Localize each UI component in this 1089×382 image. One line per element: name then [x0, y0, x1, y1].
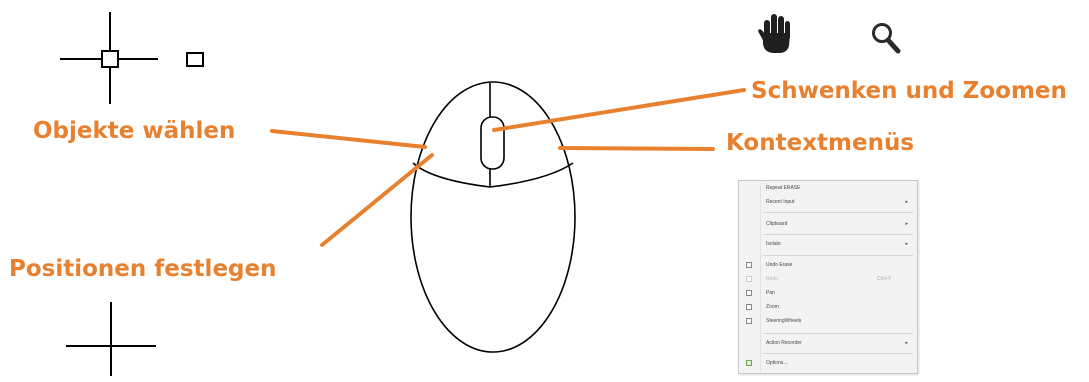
label-pan-zoom: Schwenken und Zoomen [751, 78, 1067, 104]
options-icon [746, 360, 752, 366]
submenu-arrow-icon: ▸ [905, 221, 908, 227]
leader-panzoom-line [492, 88, 746, 132]
context-menu: Repeat ERASE Recent Input ▸ Clipboard ▸ … [738, 180, 918, 374]
menu-item-action-recorder[interactable]: Action Recorder ▸ [766, 340, 908, 346]
leader-context-line [558, 146, 715, 151]
submenu-arrow-icon: ▸ [905, 199, 908, 205]
undo-icon [746, 262, 752, 268]
leader-position-line [320, 153, 434, 247]
menu-item-zoom[interactable]: Zoom [739, 303, 917, 312]
steeringwheel-icon [746, 318, 752, 324]
hand-icon [758, 14, 790, 53]
mouse-wheel [480, 116, 505, 170]
label-context-menus: Kontextmenüs [726, 130, 915, 156]
leader-select-line [270, 129, 427, 149]
menu-item-repeat[interactable]: Repeat ERASE [766, 185, 801, 191]
menu-item-pan[interactable]: Pan [739, 289, 917, 298]
submenu-arrow-icon: ▸ [905, 340, 908, 346]
zoom-icon [746, 304, 752, 310]
magnifier-icon [872, 23, 901, 54]
menu-item-clipboard[interactable]: Clipboard ▸ [766, 221, 908, 227]
label-select-objects: Objekte wählen [33, 118, 236, 144]
menu-item-recent-input[interactable]: Recent Input ▸ [766, 199, 908, 205]
mouse-icon [410, 81, 576, 353]
pan-icon [746, 290, 752, 296]
menu-item-undo[interactable]: Undo Erase [739, 261, 917, 270]
menu-item-options[interactable]: Options... [739, 359, 917, 368]
crosshair-icon [66, 302, 156, 376]
menu-item-steeringwheels[interactable]: SteeringWheels [739, 317, 917, 326]
crosshair-pickbox-icon [60, 12, 158, 104]
menu-item-isolate[interactable]: Isolate ▸ [766, 241, 908, 247]
pickbox-icon [186, 52, 204, 67]
redo-icon [746, 276, 752, 282]
menu-item-redo: Redo Ctrl+Y [739, 275, 917, 284]
submenu-arrow-icon: ▸ [905, 241, 908, 247]
label-set-positions: Positionen festlegen [9, 256, 277, 282]
